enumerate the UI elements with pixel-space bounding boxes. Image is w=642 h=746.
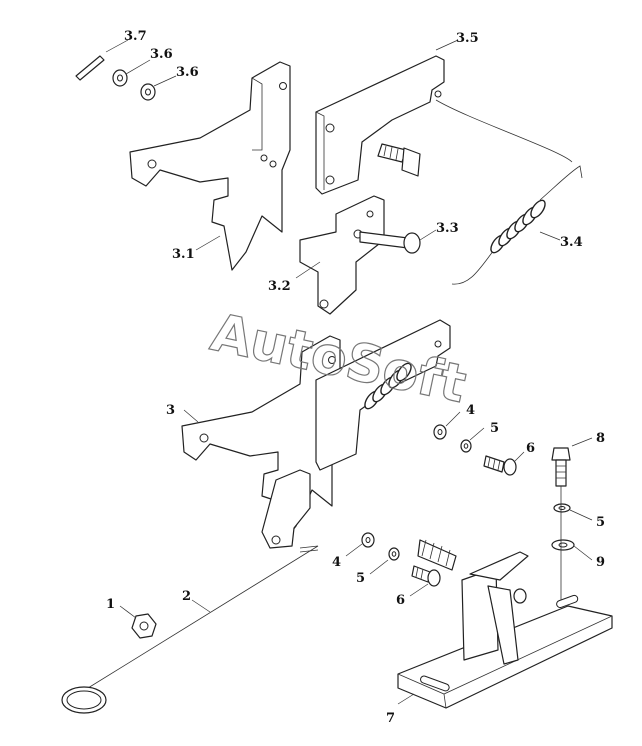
leader-lines (105, 39, 593, 705)
callout-3-3: 3.3 (436, 221, 459, 236)
upper-pin-3-3 (359, 231, 421, 254)
callout-1: 1 (106, 597, 115, 612)
washer-9 (551, 539, 575, 551)
lower-spring (364, 362, 412, 410)
upper-bolt (377, 143, 421, 177)
callout-9: 9 (596, 555, 605, 570)
callout-6-upper: 6 (526, 441, 535, 456)
callout-3: 3 (166, 403, 175, 418)
callout-3-5: 3.5 (456, 31, 479, 46)
bolt-6b (411, 565, 441, 587)
callout-4-lower: 4 (332, 555, 341, 570)
washer-3-6a (112, 69, 128, 87)
washer-5c (553, 503, 571, 513)
callout-3-2: 3.2 (268, 279, 291, 294)
callout-3-4: 3.4 (560, 235, 583, 250)
callout-3-6-second: 3.6 (176, 65, 199, 80)
lower-bracket-top (315, 319, 451, 471)
upper-spring-3-4 (435, 99, 583, 285)
callout-3-7: 3.7 (124, 29, 147, 44)
callout-3-1: 3.1 (172, 247, 195, 262)
callout-2: 2 (182, 589, 191, 604)
callout-labels: 3.7 3.6 3.6 3.5 3.3 3.4 3.1 3.2 3 4 5 6 … (106, 29, 605, 726)
lock-washer-5a (460, 439, 472, 453)
callout-8: 8 (596, 431, 605, 446)
upper-bracket-3-5 (315, 55, 445, 195)
callout-4-upper: 4 (466, 403, 475, 418)
callout-5-lower: 5 (356, 571, 365, 586)
washer-3-6b (140, 83, 156, 101)
callout-7: 7 (386, 711, 395, 726)
upper-plate-3-2 (299, 195, 385, 315)
lock-washer-5b (388, 547, 400, 561)
callout-3-6-first: 3.6 (150, 47, 173, 62)
bolt-6a (483, 455, 517, 476)
callout-6-lower: 6 (396, 593, 405, 608)
upper-bracket-3-1 (129, 61, 291, 271)
lower-plate (261, 469, 311, 549)
base-plate-7 (397, 539, 613, 709)
bolt-8 (551, 447, 571, 487)
nut-1 (131, 613, 157, 639)
callout-5-upper: 5 (490, 421, 499, 436)
cotter-pin-3-7 (75, 55, 105, 81)
washer-4a (433, 424, 447, 440)
washer-4b (361, 532, 375, 548)
callout-5-right: 5 (596, 515, 605, 530)
rod-2 (61, 545, 319, 714)
